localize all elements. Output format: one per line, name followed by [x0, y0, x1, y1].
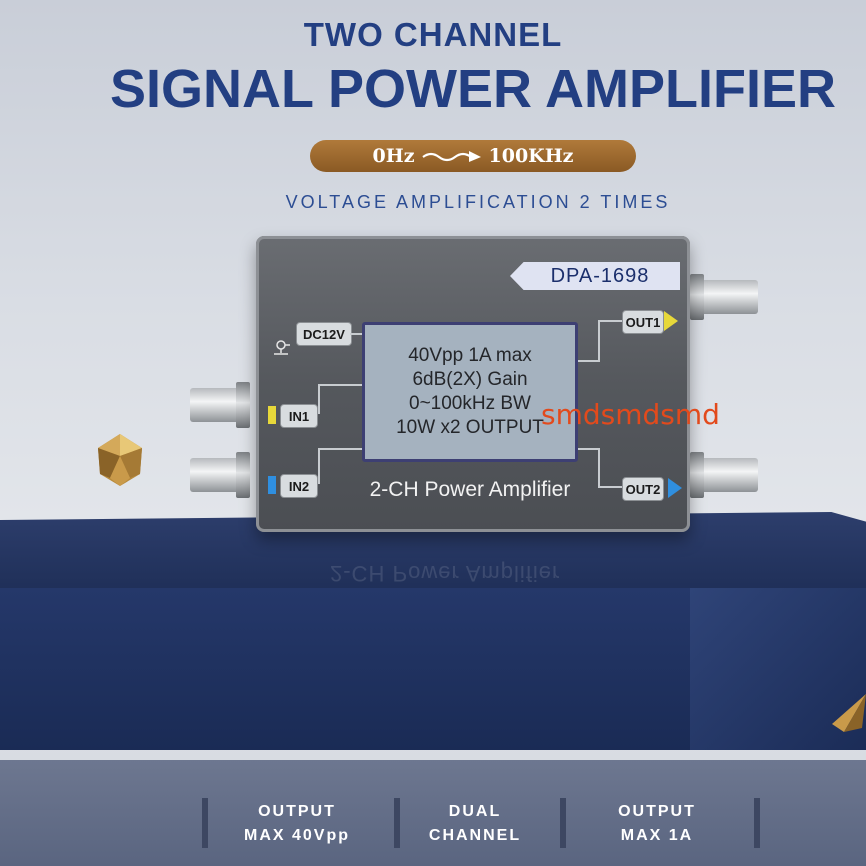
in2-connector-ring: [236, 452, 250, 498]
frequency-range-badge: 0Hz 100KHz: [310, 140, 636, 172]
feature-output-current: OUTPUT MAX 1A: [582, 800, 732, 848]
out2-wire-v: [598, 448, 600, 488]
out1-connector-ring: [690, 274, 704, 320]
subtitle: VOLTAGE AMPLIFICATION 2 TIMES: [285, 192, 671, 212]
in1-connector-ring: [236, 382, 250, 428]
power-label: DC12V: [296, 322, 352, 346]
out1-wire-h: [572, 360, 598, 362]
out1-label: OUT1: [622, 310, 664, 334]
gold-cone-icon: [832, 694, 866, 732]
feature-3-line-2: MAX 1A: [620, 827, 694, 844]
out2-wire-h: [572, 448, 598, 450]
power-wire: [350, 333, 364, 335]
in2-wire-v: [318, 448, 320, 484]
feature-1-line-2: MAX 40Vpp: [243, 827, 350, 844]
feature-divider-2: [394, 798, 400, 848]
in1-wire-v: [318, 384, 320, 414]
in1-label: IN1: [280, 404, 318, 428]
feature-divider-3: [560, 798, 566, 848]
lcd-line-2: 6dB(2X) Gain: [412, 369, 528, 390]
frequency-from: 0Hz: [372, 145, 415, 167]
feature-bar: [0, 760, 866, 866]
out1-wire-h2: [598, 320, 622, 322]
out2-wire-h2: [598, 486, 622, 488]
antenna-ground-icon: [274, 340, 290, 355]
feature-output-voltage: OUTPUT MAX 40Vpp: [222, 800, 372, 848]
feature-2-line-1: DUAL: [448, 803, 502, 820]
title-line-2: SIGNAL POWER AMPLIFIER: [109, 59, 837, 119]
feature-3-line-1: OUTPUT: [618, 803, 696, 820]
device-reflection: 2-CH Power Amplifier: [330, 561, 561, 586]
lcd-line-1: 40Vpp 1A max: [408, 345, 532, 366]
out1-arrow-icon: [664, 311, 678, 331]
out1-connector: [700, 280, 758, 314]
lcd-display: 40Vpp 1A max 6dB(2X) Gain 0~100kHz BW 10…: [362, 322, 578, 462]
in1-indicator: [268, 406, 276, 424]
out2-connector: [700, 458, 758, 492]
title-line-1: TWO CHANNEL: [303, 16, 563, 53]
feature-divider-4: [754, 798, 760, 848]
feature-2-line-2: CHANNEL: [428, 827, 522, 844]
in2-indicator: [268, 476, 276, 494]
out2-label: OUT2: [622, 477, 664, 501]
out1-wire-v: [598, 320, 600, 362]
gold-polyhedron-icon: [98, 434, 142, 486]
feature-divider-1: [202, 798, 208, 848]
device-caption: 2-CH Power Amplifier: [369, 478, 571, 501]
model-tag: DPA-1698: [510, 262, 680, 290]
lcd-line-4: 10W x2 OUTPUT: [396, 417, 544, 438]
in2-wire-h: [318, 448, 362, 450]
in1-wire-h: [318, 384, 362, 386]
in2-label: IN2: [280, 474, 318, 498]
frequency-arrow-icon: [421, 151, 481, 162]
frequency-to: 100KHz: [488, 145, 574, 167]
lcd-line-3: 0~100kHz BW: [409, 393, 531, 414]
out2-connector-ring: [690, 452, 704, 498]
watermark: smdsmdsmd: [541, 398, 720, 431]
feature-dual-channel: DUAL CHANNEL: [400, 800, 550, 848]
feature-1-line-1: OUTPUT: [258, 803, 336, 820]
out2-arrow-icon: [668, 478, 682, 498]
